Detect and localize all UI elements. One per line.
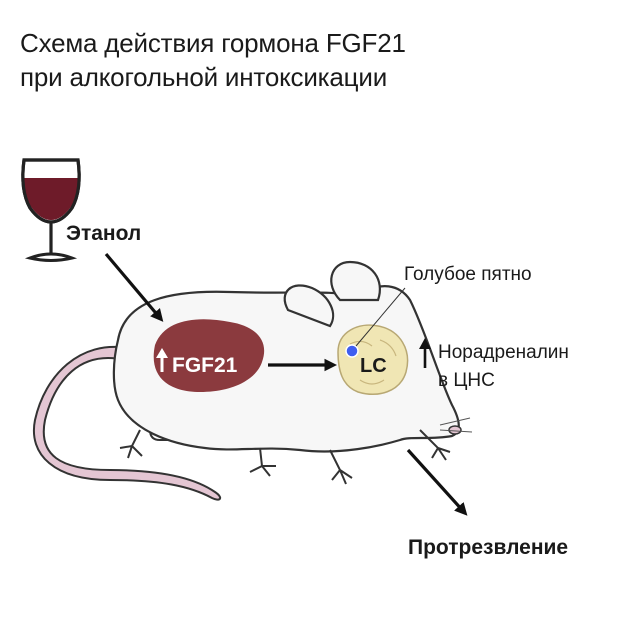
liver bbox=[153, 319, 265, 392]
locus-coeruleus-dot bbox=[345, 344, 359, 358]
ethanol-label: Этанол bbox=[66, 222, 141, 245]
title-line-1: Схема действия гормона FGF21 bbox=[20, 28, 406, 58]
brain bbox=[337, 324, 409, 395]
arrow-ethanol-to-liver bbox=[104, 252, 164, 322]
fgf21-label: FGF21 bbox=[172, 354, 238, 377]
title-line-2: при алкогольной интоксикации bbox=[20, 62, 388, 92]
up-arrow-icon bbox=[156, 348, 168, 372]
wine-glass-icon bbox=[21, 158, 81, 262]
mouse-tail bbox=[32, 345, 222, 501]
arrow-to-sobering bbox=[406, 448, 468, 516]
up-arrow-icon bbox=[419, 338, 431, 368]
locus-coeruleus-label: Голубое пятно bbox=[404, 264, 532, 285]
norepinephrine-label-line-1: Норадреналин bbox=[438, 342, 569, 363]
norepinephrine-label-line-2: в ЦНС bbox=[438, 370, 495, 391]
sobering-label: Протрезвление bbox=[408, 536, 568, 559]
locus-coeruleus-pointer bbox=[355, 287, 406, 347]
lc-label: LC bbox=[360, 355, 387, 377]
diagram-title: Схема действия гормона FGF21 при алкогол… bbox=[20, 26, 620, 94]
